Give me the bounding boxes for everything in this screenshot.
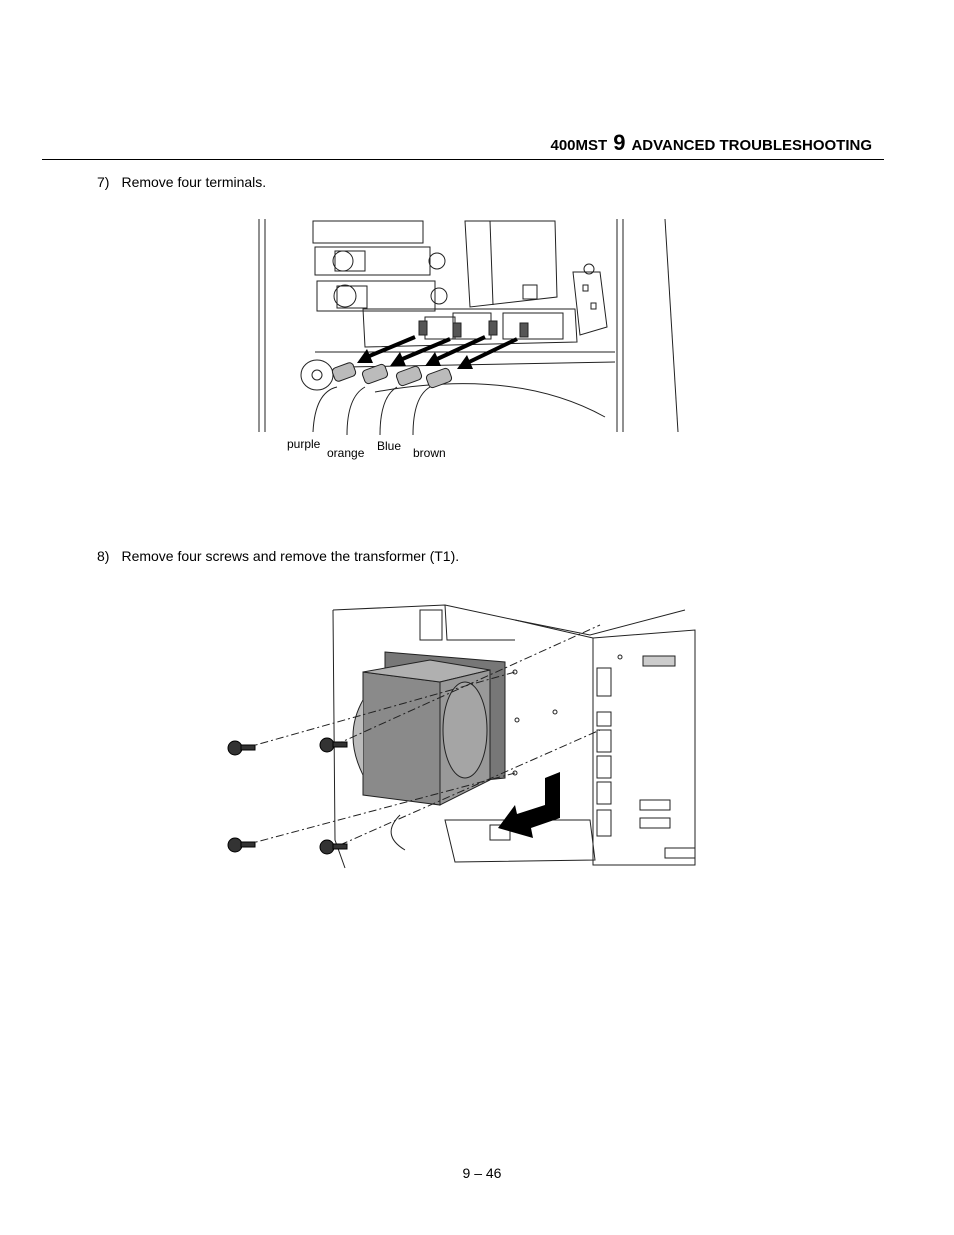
transformer-illustration bbox=[227, 604, 696, 869]
step-8: 8) Remove four screws and remove the tra… bbox=[97, 548, 459, 564]
wire-label-orange: orange bbox=[327, 446, 365, 460]
terminals-illustration bbox=[258, 218, 679, 436]
header-chapter-number: 9 bbox=[613, 130, 626, 155]
page-header: 400MST 9 ADVANCED TROUBLESHOOTING bbox=[550, 130, 872, 156]
step-text: Remove four terminals. bbox=[121, 174, 267, 190]
step-text: Remove four screws and remove the transf… bbox=[121, 548, 460, 564]
header-rule bbox=[42, 159, 884, 160]
header-chapter-title: ADVANCED TROUBLESHOOTING bbox=[631, 137, 872, 154]
header-model: 400MST bbox=[550, 137, 608, 154]
transformer-figure bbox=[215, 600, 700, 870]
terminals-figure: purple orange Blue brown bbox=[255, 217, 685, 467]
wire-label-purple: purple bbox=[287, 437, 321, 451]
step-number: 7) bbox=[97, 174, 110, 190]
page-number: 9 – 46 bbox=[462, 1165, 502, 1181]
wire-label-blue: Blue bbox=[377, 439, 402, 453]
step-7: 7) Remove four terminals. bbox=[97, 174, 266, 190]
step-number: 8) bbox=[97, 548, 110, 564]
wire-label-brown: brown bbox=[413, 446, 446, 460]
